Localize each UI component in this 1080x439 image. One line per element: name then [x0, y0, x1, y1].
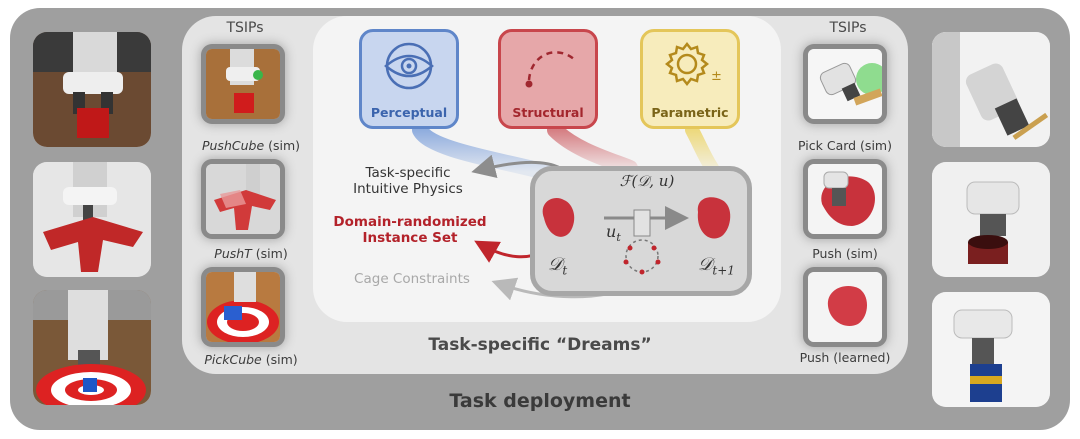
tsip-caption-pick-cube: PickCube (sim) — [204, 352, 298, 367]
physics-arrow — [471, 154, 561, 179]
task-deployment-title: Task deployment — [449, 390, 631, 412]
domain-randomized-label: Domain-randomized Instance Set — [324, 214, 496, 246]
intuitive-physics-label: Task-specific Intuitive Physics — [328, 165, 488, 197]
state-next-label: 𝒟t+1 — [698, 254, 735, 278]
photo-push-mug-real — [932, 162, 1050, 277]
tsip-caption-push-cube: PushCube (sim) — [201, 138, 301, 153]
parametric-box: ± — [640, 29, 740, 129]
dynamics-illustration — [542, 197, 731, 275]
tsip-caption-pick-card: Pick Card (sim) — [798, 138, 892, 153]
gear-icon: ± — [664, 41, 722, 87]
tsip-thumb-push-learned — [808, 272, 882, 342]
gripper-icon — [623, 209, 661, 275]
arc-trajectory-icon — [525, 51, 576, 88]
tsips-left-title: TSIPs — [226, 20, 264, 36]
structural-beam — [547, 122, 638, 176]
tsip-caption-push-t: PushT (sim) — [214, 246, 288, 261]
svg-text:±: ± — [711, 69, 722, 84]
tsip-caption-push-learned: Push (learned) — [799, 350, 891, 365]
perceptual-box — [359, 29, 459, 129]
tsip-thumb-push-t — [206, 164, 280, 234]
perceptual-beam — [412, 122, 553, 180]
structural-box — [498, 29, 598, 129]
photo-push-can-real — [932, 292, 1050, 407]
physics-line-1: Task-specific — [365, 165, 451, 181]
domain-line-2: Instance Set — [362, 230, 458, 246]
domain-line-1: Domain-randomized — [333, 214, 487, 230]
state-now-blob — [542, 198, 575, 237]
tsip-caption-push-sim: Push (sim) — [812, 246, 878, 261]
tsip-thumb-pick-card — [808, 49, 882, 119]
state-now-label: 𝒟t — [548, 254, 568, 278]
parametric-label: Parametric — [651, 105, 729, 120]
tsip-thumb-push-cube — [206, 49, 280, 119]
physics-line-2: Intuitive Physics — [353, 181, 463, 197]
photo-pick-card-real — [932, 32, 1050, 147]
perceptual-label: Perceptual — [370, 105, 448, 120]
parametric-beam — [685, 123, 719, 175]
structural-label: Structural — [512, 105, 584, 120]
control-label: ut — [606, 222, 621, 245]
state-next-blob — [697, 197, 731, 239]
tsip-thumb-pick-cube — [206, 272, 280, 342]
dynamics-function-label: ℱ(𝒟, u) — [619, 172, 675, 190]
photo-pick-cube-real — [33, 290, 151, 405]
eye-icon — [384, 42, 434, 90]
tsips-right-title: TSIPs — [829, 20, 867, 36]
photo-push-cube-real — [33, 32, 151, 147]
photo-push-t-real — [33, 162, 151, 277]
cage-constraints-label: Cage Constraints — [354, 271, 470, 287]
dreams-title: Task-specific “Dreams” — [428, 335, 652, 355]
tsip-thumb-push-sim — [808, 164, 882, 234]
